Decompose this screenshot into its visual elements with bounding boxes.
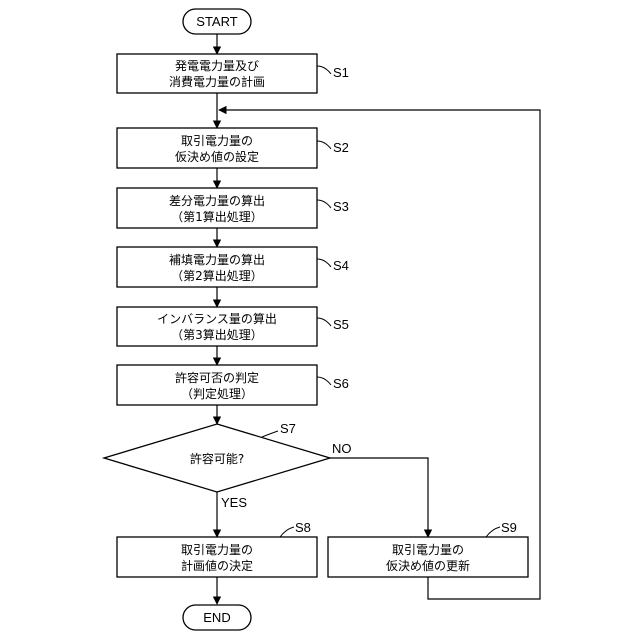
decision-s7-id: S7 [280, 421, 296, 436]
step-s1-line1: 発電電力量及び [175, 59, 259, 73]
step-s8-id: S8 [295, 520, 311, 535]
step-s9-id: S9 [501, 520, 517, 535]
end-label: END [203, 610, 230, 625]
start-label: START [196, 14, 237, 29]
connector-loop-s9-s2 [219, 110, 540, 599]
step-s2-id: S2 [333, 140, 349, 155]
connector-s7-no-s9 [330, 458, 428, 537]
decision-s7-question: 許容可能? [190, 451, 244, 466]
step-s2: 取引電力量の 仮決め値の設定 S2 [117, 128, 349, 168]
step-s6-line2: （判定処理） [181, 386, 253, 401]
step-s4-line1: 補填電力量の算出 [169, 252, 265, 267]
step-s5-line2: （第3算出処理） [171, 327, 263, 342]
step-s5-line1: インバランス量の算出 [157, 311, 277, 326]
start-terminal: START [183, 9, 251, 34]
decision-s7: 許容可能? S7 NO YES [104, 421, 352, 510]
step-s9-line2: 仮決め値の更新 [386, 558, 470, 573]
step-s5-id: S5 [333, 317, 349, 332]
decision-s7-no-label: NO [332, 441, 352, 456]
step-s3-line2: （第1算出処理） [171, 209, 263, 224]
step-s1: 発電電力量及び 消費電力量の計画 S1 [117, 54, 349, 93]
step-s3-line1: 差分電力量の算出 [169, 193, 265, 208]
step-s1-id: S1 [333, 65, 349, 80]
step-s4-line2: （第2算出処理） [171, 268, 263, 283]
step-s2-line1: 取引電力量の [181, 134, 253, 148]
step-s4-id: S4 [333, 258, 349, 273]
step-s6-line1: 許容可否の判定 [175, 370, 259, 385]
step-s8-line2: 計画値の決定 [181, 558, 253, 573]
end-terminal: END [183, 605, 251, 630]
step-s6: 許容可否の判定 （判定処理） S6 [117, 365, 349, 405]
step-s1-line2: 消費電力量の計画 [169, 74, 265, 89]
step-s3: 差分電力量の算出 （第1算出処理） S3 [117, 188, 349, 228]
step-s3-id: S3 [333, 199, 349, 214]
step-s4: 補填電力量の算出 （第2算出処理） S4 [117, 247, 349, 287]
decision-s7-yes-label: YES [221, 495, 247, 510]
step-s5: インバランス量の算出 （第3算出処理） S5 [117, 307, 349, 346]
step-s2-line2: 仮決め値の設定 [175, 149, 259, 164]
step-s9-line1: 取引電力量の [392, 543, 464, 557]
step-s6-id: S6 [333, 376, 349, 391]
step-s8-line1: 取引電力量の [181, 543, 253, 557]
